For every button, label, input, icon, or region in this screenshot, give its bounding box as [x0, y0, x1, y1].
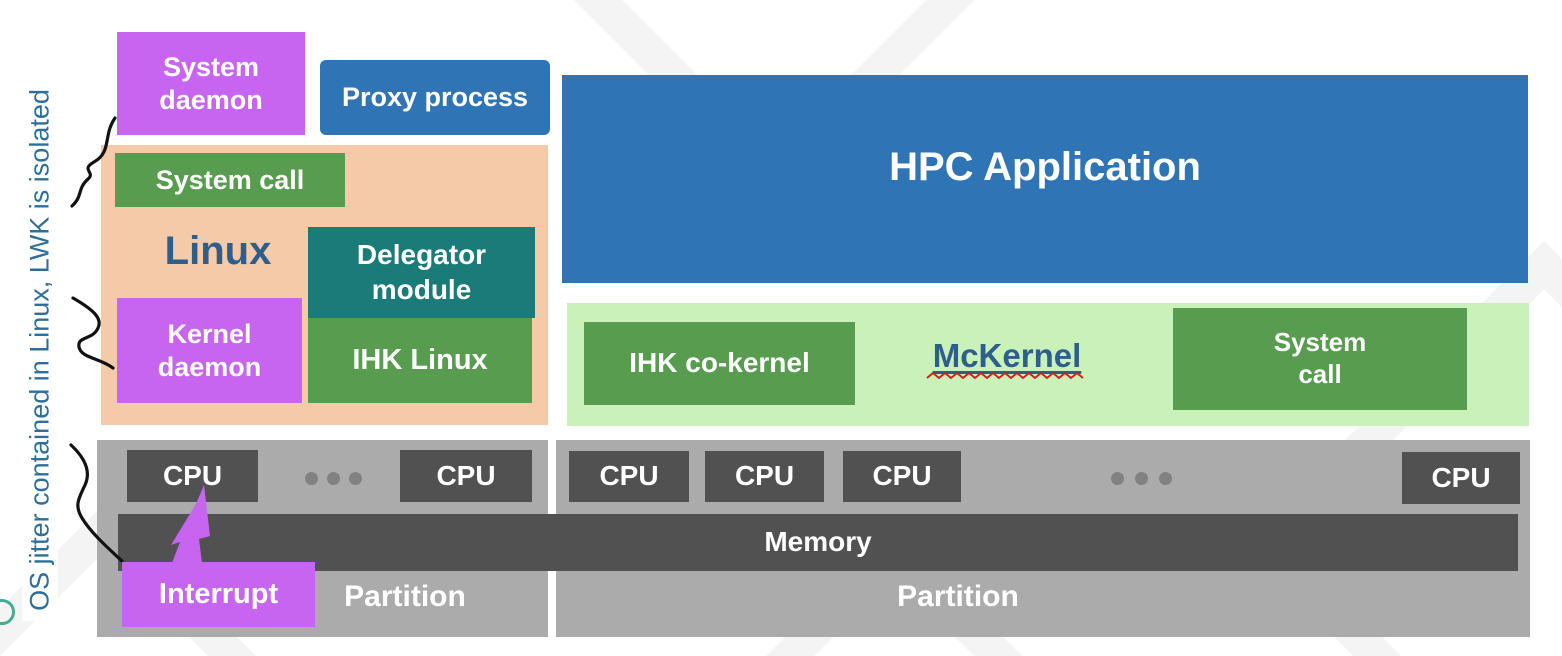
ihk-linux-label: IHK Linux: [352, 343, 488, 376]
cpu-label: CPU: [734, 460, 795, 492]
mckernel-label: McKernel: [932, 337, 1082, 374]
system-call-linux-label: System call: [155, 164, 305, 195]
ellipsis-icon: [305, 472, 318, 485]
ellipsis-icon: [1135, 472, 1148, 485]
delegator-module-label: Delegator module: [356, 239, 487, 305]
ihk-cokernel-box: IHK co-kernel: [584, 322, 855, 405]
ellipsis-icon: [327, 472, 340, 485]
kernel-daemon-box: Kernel daemon: [117, 298, 302, 403]
cpu-label: CPU: [162, 459, 223, 491]
ellipsis-icon: [1159, 472, 1172, 485]
cpu-box: CPU: [569, 451, 689, 502]
cpu-box: CPU: [400, 450, 532, 502]
ellipsis-icon: [1111, 472, 1124, 485]
partition-label-right: Partition: [897, 580, 1019, 613]
cpu-box: CPU: [843, 451, 961, 502]
system-call-mckernel-label: System call: [1273, 327, 1367, 389]
cpu-label: CPU: [1431, 461, 1491, 493]
system-daemon-label: System daemon: [159, 51, 263, 115]
proxy-process-box: Proxy process: [320, 60, 550, 135]
system-call-linux-box: System call: [115, 153, 345, 207]
ihk-cokernel-label: IHK co-kernel: [629, 347, 810, 379]
ihk-linux-box: IHK Linux: [308, 318, 532, 403]
hpc-application-label: HPC Application: [889, 145, 1201, 189]
cpu-box: CPU: [127, 450, 258, 502]
proxy-process-label: Proxy process: [341, 82, 529, 113]
system-daemon-box: System daemon: [117, 32, 305, 135]
hpc-application-box: HPC Application: [562, 75, 1528, 283]
cpu-label: CPU: [872, 460, 932, 492]
interrupt-label: Interrupt: [158, 577, 279, 610]
edge-decoration: [0, 599, 15, 625]
ellipsis-icon: [349, 472, 362, 485]
kernel-daemon-label: Kernel daemon: [157, 318, 262, 382]
side-note: OS jitter contained in Linux, LWK is iso…: [22, 79, 58, 621]
cpu-box: CPU: [1402, 452, 1520, 504]
system-call-mckernel-box: System call: [1173, 308, 1467, 410]
delegator-module-box: Delegator module: [308, 227, 535, 318]
memory-bar: Memory: [118, 514, 1518, 571]
partition-label-left: Partition: [344, 580, 466, 613]
cpu-box: CPU: [705, 451, 824, 502]
linux-label: Linux: [164, 229, 272, 273]
memory-label: Memory: [764, 526, 872, 558]
cpu-label: CPU: [599, 460, 659, 492]
interrupt-box: Interrupt: [122, 562, 315, 627]
cpu-label: CPU: [436, 459, 496, 491]
